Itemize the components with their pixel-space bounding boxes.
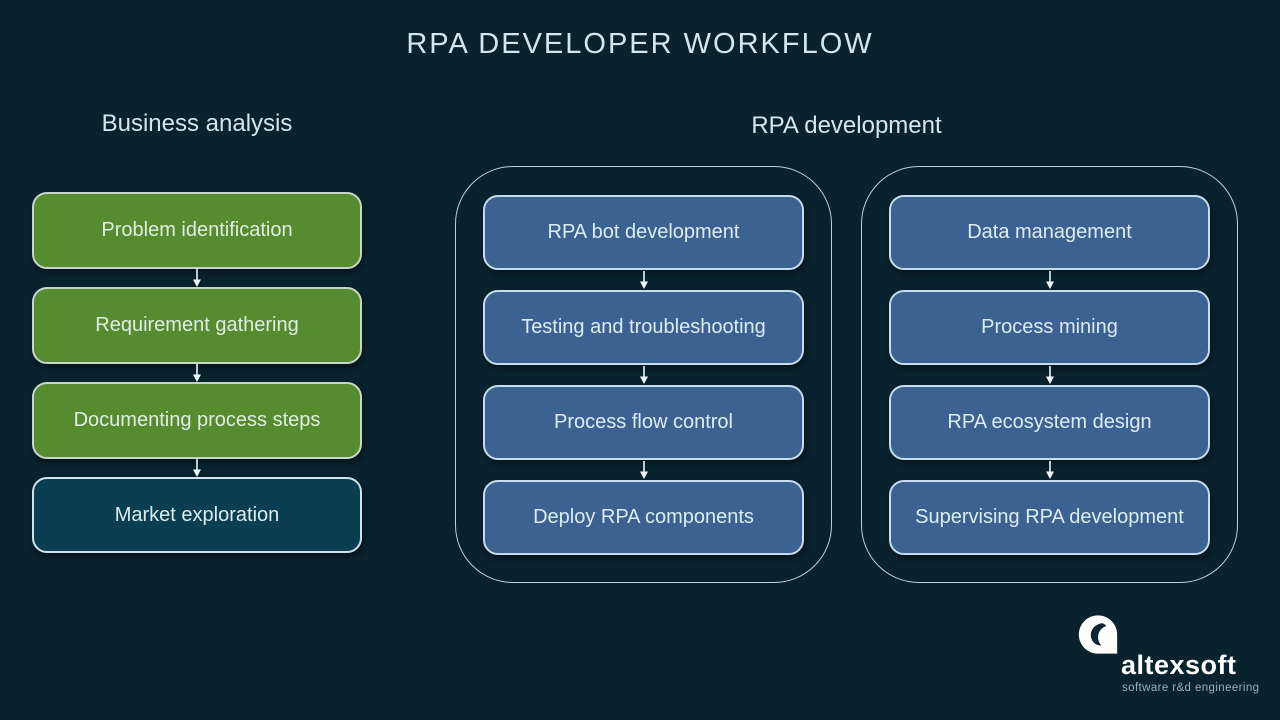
step-rpa-bot-development: RPA bot development — [483, 195, 804, 270]
step-documenting-process-steps: Documenting process steps — [32, 382, 362, 459]
step-label: Process flow control — [554, 411, 733, 433]
altexsoft-logo-icon — [1078, 615, 1118, 654]
step-label: Supervising RPA development — [915, 506, 1184, 528]
brand-block: altexsoft software r&d engineering — [1075, 608, 1259, 703]
page-title: RPA DEVELOPER WORKFLOW — [406, 28, 874, 60]
arrow-down-icon — [889, 365, 1210, 385]
arrow-down-icon — [889, 270, 1210, 290]
step-label: RPA ecosystem design — [947, 411, 1152, 433]
rpa-development-group-2: Data management Process mining RPA ecosy… — [861, 166, 1238, 583]
step-label: Testing and troubleshooting — [521, 316, 766, 338]
brand-name: altexsoft — [1121, 650, 1237, 680]
step-process-mining: Process mining — [889, 290, 1210, 365]
step-supervising-rpa-development: Supervising RPA development — [889, 480, 1210, 555]
arrow-down-icon — [483, 270, 804, 290]
step-rpa-ecosystem-design: RPA ecosystem design — [889, 385, 1210, 460]
arrow-down-icon — [32, 269, 362, 287]
step-process-flow-control: Process flow control — [483, 385, 804, 460]
step-label: Data management — [967, 221, 1132, 243]
step-label: Requirement gathering — [95, 314, 299, 336]
arrow-down-icon — [32, 459, 362, 477]
step-testing-and-troubleshooting: Testing and troubleshooting — [483, 290, 804, 365]
step-problem-identification: Problem identification — [32, 192, 362, 269]
step-label: Process mining — [981, 316, 1118, 338]
step-label: RPA bot development — [547, 221, 740, 243]
step-deploy-rpa-components: Deploy RPA components — [483, 480, 804, 555]
business-analysis-flow: Problem identification Requirement gathe… — [32, 192, 362, 553]
step-label: Market exploration — [114, 503, 280, 526]
step-requirement-gathering: Requirement gathering — [32, 287, 362, 364]
brand-tagline: software r&d engineering — [1122, 682, 1260, 694]
step-label: Documenting process steps — [73, 409, 321, 431]
step-market-exploration: Market exploration — [32, 477, 362, 553]
arrow-down-icon — [889, 460, 1210, 480]
arrow-down-icon — [483, 365, 804, 385]
step-label: Deploy RPA components — [533, 506, 754, 528]
arrow-down-icon — [32, 364, 362, 382]
arrow-down-icon — [483, 460, 804, 480]
rpa-development-header: RPA development — [751, 112, 942, 139]
step-data-management: Data management — [889, 195, 1210, 270]
rpa-development-group-1: RPA bot development Testing and troubles… — [455, 166, 832, 583]
step-label: Problem identification — [101, 219, 293, 241]
business-analysis-header: Business analysis — [101, 110, 293, 137]
